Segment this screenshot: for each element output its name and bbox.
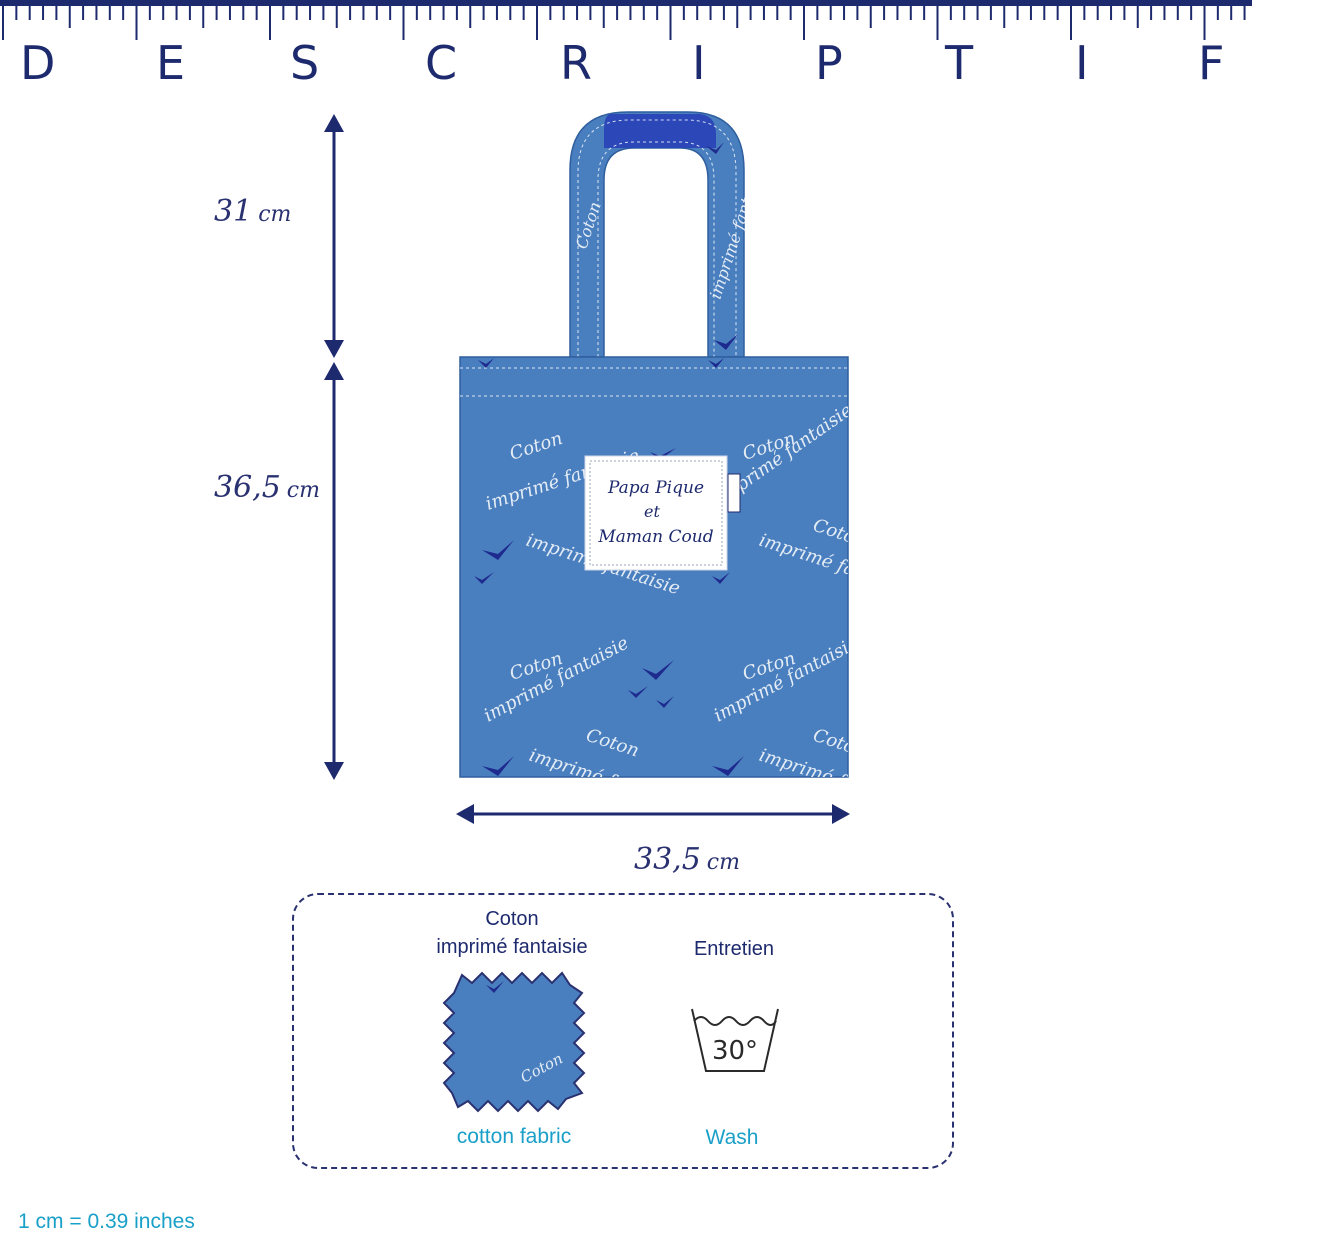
tote-bag-illustration: Coton imprimé fantaisie Coton imprimé fa… [324,111,850,824]
material-subtitle: cotton fabric [456,1125,572,1148]
info-box: Coton imprimé fantaisie Coton cotton fab… [292,893,954,1169]
arrow-icon [324,762,344,780]
material-title: Coton imprimé fantaisie [402,905,622,961]
arrow-icon [456,804,474,824]
care-title: Entretien [693,938,775,960]
title-letter: R [560,36,592,90]
label-line: Papa Pique [607,478,704,498]
material-title-line: imprimé fantaisie [436,936,588,958]
bird-motifs [474,358,744,776]
bag-height-value: 36,5 [214,470,281,505]
dimension-arrows [324,114,850,824]
material-title-line: Coton [485,908,539,930]
title-letter: F [1198,36,1225,90]
title-letter: I [1075,36,1089,90]
wash-temperature: 30° [712,1036,758,1066]
title-letter: S [290,36,320,90]
bag-width-unit: cm [706,850,740,875]
handle-height-value: 31 [214,194,253,229]
arrow-icon [832,804,850,824]
title-letter: C [425,36,458,90]
arrow-icon [324,362,344,380]
ruler [0,0,1252,40]
title-letter: D [20,36,56,90]
bag-body: Coton imprimé fantaisie Coton imprimé fa… [459,356,849,778]
title-letter: I [692,36,706,90]
bag-strap: Coton imprimé fantaisie [569,111,768,358]
title-letter: P [815,36,843,90]
arrow-icon [324,340,344,358]
label-line: et [644,502,660,521]
bag-width-value: 33,5 [634,842,701,877]
unit-conversion-note: 1 cm = 0.39 inches [18,1210,195,1233]
page-title: D E S C R I P T I F [0,36,1340,92]
handle-height-unit: cm [258,202,292,227]
wash-30-icon: 30° [691,1008,779,1072]
title-letter: T [945,36,974,90]
brand-label: Papa Pique et Maman Coud [584,455,741,571]
care-subtitle: Wash [705,1126,759,1149]
fabric-swatch-icon: Coton [442,971,586,1113]
arrow-icon [324,114,344,132]
label-line: Maman Coud [597,527,713,547]
bag-height-unit: cm [286,478,320,503]
title-letter: E [156,36,186,90]
